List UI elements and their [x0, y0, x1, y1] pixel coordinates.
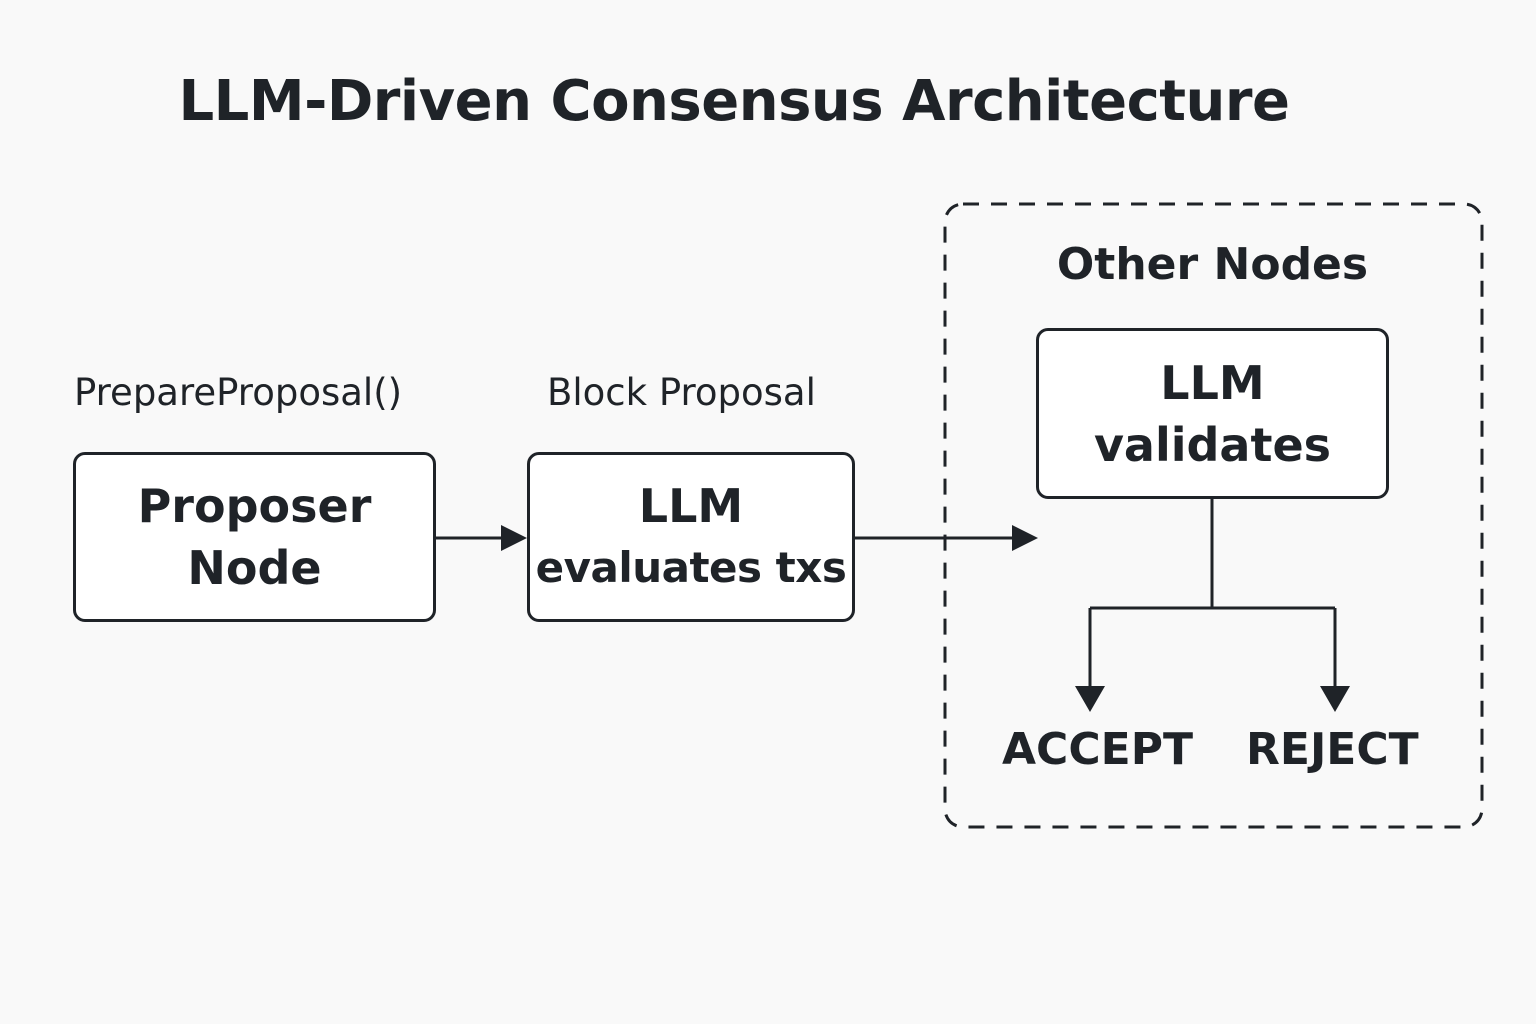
- reject-outcome: REJECT: [1246, 724, 1419, 775]
- proposer-node-line2: Node: [187, 541, 322, 595]
- llm-validates-line1: LLM: [1160, 355, 1265, 410]
- llm-evaluates-line1: LLM: [638, 479, 744, 533]
- block-proposal-label: Block Proposal: [547, 371, 816, 414]
- proposer-node-line1: Proposer: [137, 479, 372, 533]
- branch-connector: [1090, 499, 1335, 610]
- arrow-evaluate-to-validate: [855, 525, 1038, 551]
- llm-validates-box: LLM validates: [1036, 328, 1389, 499]
- other-nodes-title: Other Nodes: [1056, 239, 1369, 290]
- arrow-to-reject: [1320, 608, 1350, 712]
- diagram-title: LLM-Driven Consensus Architecture: [178, 69, 1290, 134]
- accept-outcome: ACCEPT: [1002, 724, 1193, 775]
- arrow-proposer-to-evaluate: [436, 525, 527, 551]
- proposer-node-box: Proposer Node: [73, 452, 436, 622]
- other-nodes-group-boundary: [943, 202, 1484, 829]
- prepare-proposal-label: PrepareProposal(): [74, 371, 403, 414]
- llm-validates-line2: validates: [1093, 417, 1332, 472]
- arrow-to-accept: [1075, 608, 1105, 712]
- llm-evaluates-line2: evaluates txs: [535, 543, 847, 592]
- llm-evaluates-box: LLM evaluates txs: [527, 452, 855, 622]
